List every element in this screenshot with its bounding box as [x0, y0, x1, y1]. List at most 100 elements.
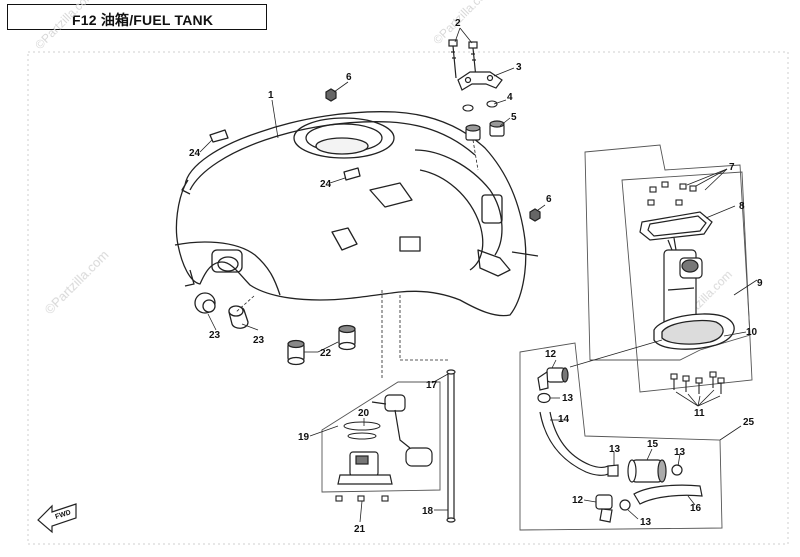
- callout-24-front: 24: [189, 148, 201, 159]
- sticker-24-top: [343, 167, 361, 181]
- tank-rear-stub: [511, 251, 539, 257]
- callout-7: 7: [729, 162, 735, 173]
- sender-gasket: [343, 421, 381, 440]
- washer-4-pair: [462, 100, 498, 112]
- fuel-pump-group-frame: [584, 144, 753, 393]
- callout-18: 18: [422, 506, 434, 517]
- lead-lines-tank: [199, 81, 546, 353]
- grommet-22-left: [287, 339, 305, 366]
- fwd-label: FWD: [54, 509, 71, 521]
- callout-17: 17: [426, 380, 438, 391]
- fuel-filter-15: [627, 459, 667, 483]
- callout-9: 9: [757, 278, 763, 289]
- pump-flange-10: [653, 313, 735, 350]
- tank-mount-left-hole: [217, 256, 239, 272]
- tank-inner-ridge: [189, 121, 476, 191]
- watermark-top-left: ©Partzilla.com: [32, 0, 97, 52]
- callout-1: 1: [268, 90, 274, 101]
- page-guide-frame: [27, 51, 789, 545]
- bolt-2-pair: [448, 39, 478, 79]
- clamp-13-d: [619, 499, 631, 511]
- sender-body: [337, 451, 393, 485]
- drain-tube-18: [446, 369, 456, 523]
- callout-labels: 1 2 3 4 5 6 6 7 8 9 10 11 12 13 13 13 13…: [189, 18, 763, 535]
- callout-11: 11: [694, 408, 705, 419]
- lead-lines-pump: [569, 168, 758, 407]
- tank-lower-lip: [174, 241, 281, 296]
- callout-3: 3: [516, 62, 522, 73]
- callout-16: 16: [690, 503, 702, 514]
- callout-15: 15: [647, 439, 659, 450]
- callout-23-right: 23: [253, 335, 265, 346]
- watermark-left: ©Partzilla.com: [42, 247, 112, 317]
- diagram-title: F12 油箱/FUEL TANK: [72, 12, 214, 28]
- screws-7: [647, 181, 697, 206]
- callout-2: 2: [455, 18, 461, 29]
- watermark-top-center: ©Partzilla.com: [430, 0, 495, 47]
- level-sender-frame: [321, 381, 441, 493]
- watermark-group: ©Partzilla.com ©Partzilla.com ©Partzilla…: [32, 0, 735, 332]
- nut-6-top: [325, 88, 337, 102]
- callout-25: 25: [743, 417, 755, 428]
- hose-14: [539, 411, 609, 476]
- callout-20: 20: [358, 408, 370, 419]
- callout-13-c: 13: [674, 447, 686, 458]
- tank-outline: [175, 111, 527, 317]
- callout-21: 21: [354, 524, 366, 535]
- screws-21: [335, 495, 389, 502]
- tank-front-tab: [181, 179, 191, 195]
- nut-6-right: [529, 208, 541, 222]
- tank-label-plate: [369, 182, 413, 208]
- fuel-pump-9: [663, 237, 703, 329]
- tank-side-panel: [414, 149, 503, 256]
- callout-24-top: 24: [320, 179, 332, 190]
- gasket-8: [639, 211, 713, 241]
- sticker-24-front: [209, 129, 229, 143]
- callout-14: 14: [558, 414, 570, 425]
- callout-22: 22: [320, 348, 332, 359]
- damper-23-right: [228, 305, 249, 329]
- callout-4: 4: [507, 92, 513, 103]
- callout-19: 19: [298, 432, 310, 443]
- callout-10: 10: [746, 327, 758, 338]
- grommet-22-right: [338, 324, 356, 351]
- tank-hinge-bracket: [331, 227, 358, 251]
- fuel-tank: [174, 111, 539, 317]
- callout-12-upper: 12: [545, 349, 557, 360]
- callout-12-lower: 12: [572, 495, 584, 506]
- lead-lines-sender: [309, 290, 450, 523]
- callout-5: 5: [511, 112, 517, 123]
- float-arm-20: [371, 394, 433, 467]
- clamp-13-c: [671, 464, 683, 476]
- filler-cap-outer: [293, 117, 395, 159]
- tank-rear-mount: [481, 194, 503, 224]
- fitting-12-lower: [595, 494, 613, 523]
- diagram-title-box: F12 油箱/FUEL TANK: [7, 4, 267, 30]
- tank-rear-flange: [477, 249, 511, 277]
- lead-lines-top: [454, 27, 515, 171]
- damper-5-pair: [465, 120, 505, 141]
- callout-6-right: 6: [546, 194, 552, 205]
- tank-front-lower-tab: [184, 269, 195, 287]
- tank-side-panel-inner: [419, 169, 484, 271]
- callout-6-top: 6: [346, 72, 352, 83]
- tank-mount-left: [211, 249, 243, 273]
- filler-cap-center: [315, 137, 369, 155]
- bolts-11: [670, 371, 725, 394]
- tank-latch: [399, 236, 421, 252]
- callout-13-d: 13: [640, 517, 652, 528]
- fitting-12-upper: [537, 367, 569, 391]
- callout-23-left: 23: [209, 330, 221, 341]
- callout-13-a: 13: [562, 393, 574, 404]
- callout-13-b: 13: [609, 444, 621, 455]
- clamp-13-b: [607, 464, 619, 477]
- lead-lines-filter: [550, 359, 742, 520]
- bracket-3: [457, 71, 503, 91]
- hose-16: [633, 484, 703, 505]
- fwd-arrow-icon: FWD: [37, 503, 77, 534]
- clamp-13-a: [537, 392, 551, 404]
- damper-23-left: [194, 292, 216, 314]
- callout-8: 8: [739, 201, 745, 212]
